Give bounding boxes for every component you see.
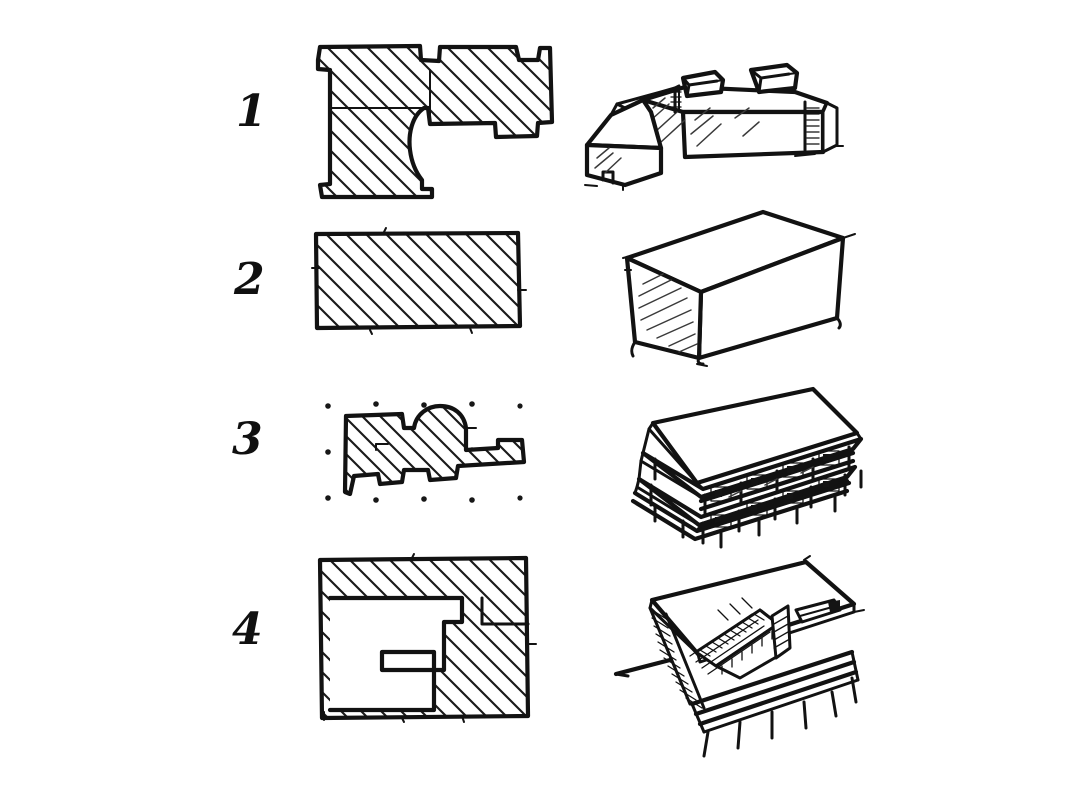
row-number-1: 1 bbox=[236, 86, 267, 137]
row-2-axonometric-drawing bbox=[605, 200, 865, 370]
row-number-2: 2 bbox=[234, 254, 265, 305]
row-4-plan-drawing bbox=[140, 354, 748, 810]
row-1-axonometric-drawing bbox=[565, 40, 855, 200]
row-4-axonometric-drawing bbox=[600, 552, 880, 767]
row-number-3: 3 bbox=[232, 414, 263, 465]
row-1-plan-drawing bbox=[300, 30, 570, 205]
row-number-4: 4 bbox=[232, 604, 263, 655]
row-3-plan-drawing bbox=[340, 400, 540, 505]
row-2-plan-drawing bbox=[310, 227, 540, 338]
row-3-axonometric-drawing bbox=[625, 375, 875, 549]
